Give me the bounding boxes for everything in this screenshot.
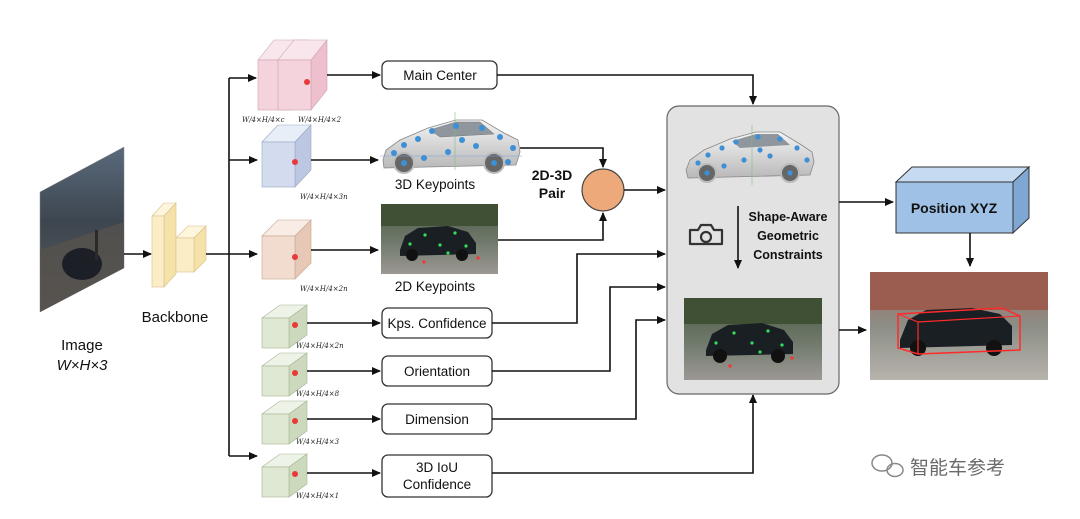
constraints-line1: Shape-Aware — [749, 210, 828, 224]
position-xyz-box — [894, 165, 1031, 235]
backbone-block — [151, 202, 207, 288]
shape-label-kp2d: W/4×H/4×2n — [300, 285, 348, 293]
feature-dot — [292, 159, 298, 165]
feature-block-orientation — [261, 352, 308, 397]
input-title: Image — [61, 337, 103, 354]
shape-label-iou: W/4×H/4×1 — [296, 492, 339, 500]
head-orientation-label: Orientation — [404, 364, 470, 379]
camera-icon — [688, 223, 724, 246]
shape-label-main-b: W/4×H/4×2 — [298, 116, 342, 124]
feature-block-kp3d — [261, 124, 312, 188]
head-iou-line1: 3D IoU — [416, 460, 458, 475]
constraints-line3: Constraints — [753, 248, 823, 262]
kp2d-photo — [381, 204, 498, 274]
head-main-center-label: Main Center — [403, 68, 477, 83]
backbone-label: Backbone — [142, 309, 209, 326]
input-image — [39, 146, 125, 313]
shape-label-kp3d: W/4×H/4×3n — [300, 193, 348, 201]
feature-dot — [304, 79, 310, 85]
feature-block-main-center — [257, 39, 328, 111]
kp2d-label: 2D Keypoints — [395, 279, 476, 294]
constraints-line2: Geometric — [757, 229, 819, 243]
shape-label-main-a: W/4×H/4×c — [242, 116, 285, 124]
panel-result-photo — [684, 298, 822, 380]
feature-block-kp2d — [261, 219, 312, 280]
feature-dot — [292, 254, 298, 260]
feature-block-kps-conf — [261, 304, 308, 349]
feature-dot — [292, 322, 298, 328]
shape-label-dimension: W/4×H/4×3 — [296, 438, 340, 446]
input-car-silhouette — [62, 248, 102, 280]
watermark-text: 智能车参考 — [910, 457, 1005, 479]
feature-dot — [292, 418, 298, 424]
kp3d-car-model — [380, 112, 522, 174]
feature-dot — [292, 370, 298, 376]
pair-node — [581, 168, 625, 212]
pair-label-line1: 2D-3D — [532, 167, 572, 183]
head-dimension-label: Dimension — [405, 412, 469, 427]
input-dims: W×H×3 — [57, 357, 109, 374]
shape-label-orientation: W/4×H/4×8 — [296, 390, 340, 398]
head-kps-confidence-label: Kps. Confidence — [387, 316, 486, 331]
shape-label-kps-conf: W/4×H/4×2n — [296, 342, 344, 350]
wechat-icon — [871, 454, 904, 478]
feature-block-dimension — [261, 400, 308, 445]
head-iou-line2: Confidence — [403, 477, 471, 492]
pair-label-line2: Pair — [539, 185, 566, 201]
final-result-photo — [870, 272, 1048, 380]
kp3d-label: 3D Keypoints — [395, 177, 476, 192]
position-label: Position XYZ — [911, 200, 998, 216]
feature-dot — [292, 471, 298, 477]
feature-block-iou — [261, 453, 308, 498]
head-iou-confidence — [381, 454, 493, 498]
panel-car-model — [685, 125, 815, 185]
3d-bounding-box — [897, 307, 1021, 355]
